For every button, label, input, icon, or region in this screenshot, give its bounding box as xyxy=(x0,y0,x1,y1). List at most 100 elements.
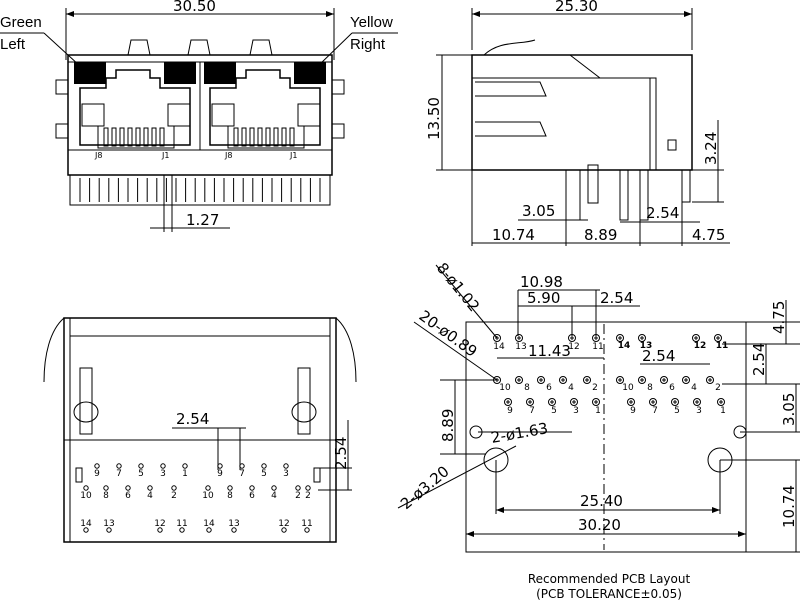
dim-pcb-3020: 30.20 xyxy=(578,516,621,534)
contact xyxy=(241,127,247,147)
front-view: 30.50 Green Left Yellow Right xyxy=(0,0,398,232)
pin-label: 11 xyxy=(176,519,187,529)
pin-hole xyxy=(160,463,166,469)
pcb-pin-label: 10 xyxy=(622,383,634,393)
contact xyxy=(103,127,109,147)
port-pin-label-j8-left: J8 xyxy=(94,151,102,160)
pin-label: 3 xyxy=(283,469,289,479)
pcb-hole xyxy=(493,334,501,342)
pin-hole xyxy=(271,485,277,491)
pcb-hole xyxy=(714,334,722,342)
pin-hole xyxy=(227,485,233,491)
pin-hole xyxy=(205,485,211,491)
pcb-hole xyxy=(570,398,578,406)
caption-line1: Recommended PCB Layout xyxy=(528,572,691,586)
contact-frame xyxy=(227,126,305,149)
dim-side-305: 3.05 xyxy=(522,202,555,220)
port-pin-label-j8-right: J8 xyxy=(224,151,232,160)
pin-hole xyxy=(281,527,287,533)
dim-pcb-590: 5.90 xyxy=(527,289,560,307)
contact xyxy=(135,127,141,147)
pcb-pin-label: 13 xyxy=(515,342,526,352)
dim-pcb-254-mid: 2.54 xyxy=(642,347,675,365)
pcb-pin-label: 8 xyxy=(647,383,653,393)
pin-hole xyxy=(171,485,177,491)
dim-pcb-305: 3.05 xyxy=(780,393,798,426)
pin-label: 1 xyxy=(182,469,188,479)
pin-hole xyxy=(182,463,188,469)
front-leads xyxy=(79,178,321,202)
pin-hole xyxy=(103,485,109,491)
led-green-right xyxy=(204,62,236,84)
pin-hole xyxy=(231,527,237,533)
pcb-pin-label: 5 xyxy=(674,406,680,416)
pin-hole xyxy=(283,463,289,469)
pcb-pin-label: 10 xyxy=(499,383,511,393)
pcb-pin-label: 13 xyxy=(640,341,653,351)
pin-hole xyxy=(83,527,89,533)
side-view: 25.30 13.50 3.24 3.05 2.54 xyxy=(425,0,730,246)
pin-hole xyxy=(206,527,212,533)
pcb-hole xyxy=(706,376,714,384)
pin-hole xyxy=(125,485,131,491)
pin-label: 2 xyxy=(305,491,311,501)
pcb-pin-label: 9 xyxy=(630,406,636,416)
pin-hole xyxy=(83,485,89,491)
pcb-pin-label: 4 xyxy=(568,383,574,393)
dim-side-1074: 10.74 xyxy=(492,226,535,244)
label-right: Right xyxy=(350,36,386,53)
dim-side-254: 2.54 xyxy=(646,204,679,222)
pcb-hole xyxy=(559,376,567,384)
contact xyxy=(127,127,133,147)
pcb-hole xyxy=(515,334,523,342)
pin-label: 5 xyxy=(138,469,144,479)
contact xyxy=(289,127,295,147)
pcb-pin-label: 1 xyxy=(595,406,601,416)
contact xyxy=(143,127,149,147)
pcb-hole xyxy=(627,398,635,406)
pcb-pin-label: 6 xyxy=(546,383,552,393)
dim-bottom-pitch-h: 2.54 xyxy=(176,410,209,428)
pcb-pin-label: 14 xyxy=(493,342,505,352)
pin-hole xyxy=(157,527,163,533)
pin-label: 2 xyxy=(295,491,301,501)
dim-pcb-254-top: 2.54 xyxy=(600,289,633,307)
pin-label: 9 xyxy=(217,469,223,479)
pcb-hole xyxy=(616,376,624,384)
dim-side-889: 8.89 xyxy=(584,226,617,244)
pcb-hole xyxy=(537,376,545,384)
pin-label: 10 xyxy=(202,491,214,501)
contact xyxy=(257,127,263,147)
led-yellow-left xyxy=(164,62,196,84)
port-pin-label-j1-left: J1 xyxy=(161,151,169,160)
led-green-left xyxy=(74,62,106,84)
pin-label: 3 xyxy=(160,469,166,479)
pin-label: 6 xyxy=(125,491,131,501)
label-yellow: Yellow xyxy=(350,14,393,31)
dim-bottom-pitch-v: 2.54 xyxy=(332,437,350,470)
contact xyxy=(281,127,287,147)
pcb-pin-label: 11 xyxy=(716,341,729,351)
contact xyxy=(111,127,117,147)
pcb-pin-label: 12 xyxy=(568,342,579,352)
pcb-pin-label: 8 xyxy=(524,383,530,393)
pcb-pin-label: 6 xyxy=(669,383,675,393)
led-yellow-right xyxy=(294,62,326,84)
pcb-pin-label: 4 xyxy=(691,383,697,393)
dim-pcb-holes-mid: 20-ø0.89 xyxy=(416,307,481,361)
pcb-pin-label: 7 xyxy=(652,406,658,416)
contact-frame xyxy=(97,126,175,149)
label-green: Green xyxy=(0,14,42,31)
pin-label: 4 xyxy=(271,491,277,501)
pcb-pin-label: 3 xyxy=(573,406,579,416)
pcb-pin-label: 5 xyxy=(551,406,557,416)
contact xyxy=(273,127,279,147)
dim-front-width: 30.50 xyxy=(173,0,216,15)
pin-label: 11 xyxy=(301,519,312,529)
pin-label: 13 xyxy=(103,519,114,529)
pin-hole xyxy=(116,463,122,469)
pin-label: 8 xyxy=(227,491,233,501)
dim-pcb-hole-163: 2-ø1.63 xyxy=(490,419,550,447)
